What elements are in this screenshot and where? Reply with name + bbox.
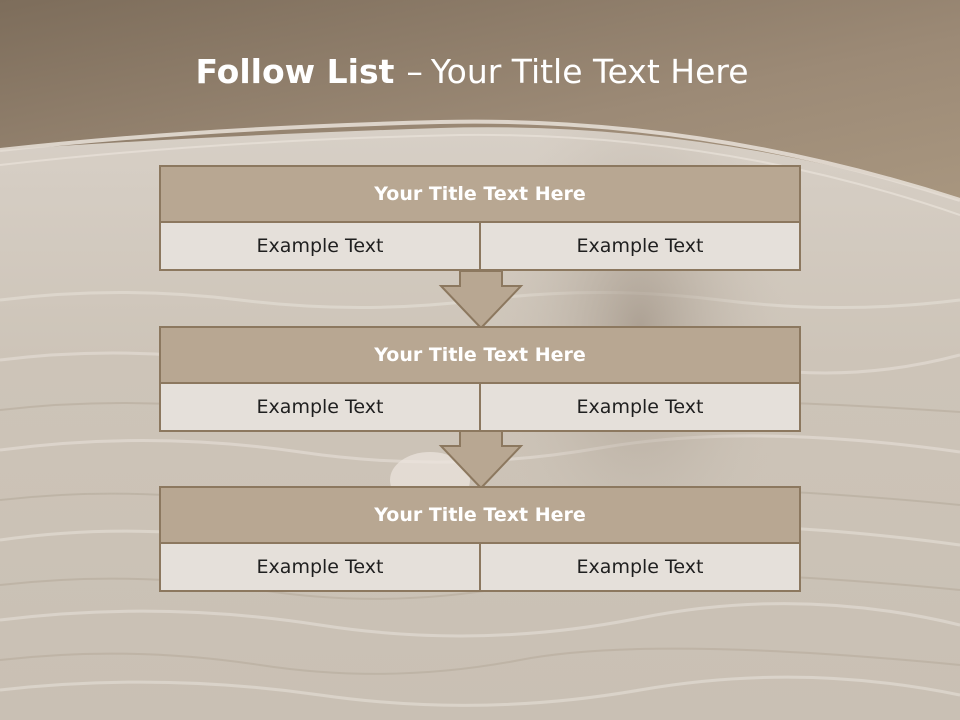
block-cell: Example Text bbox=[479, 384, 799, 430]
block-row: Example Text Example Text bbox=[159, 221, 801, 271]
block-title: Your Title Text Here bbox=[159, 486, 801, 544]
flow-block: Your Title Text Here Example Text Exampl… bbox=[159, 165, 801, 271]
block-cell: Example Text bbox=[479, 223, 799, 269]
slide-title-rest: Your Title Text Here bbox=[430, 52, 749, 91]
slide-title-separator: – bbox=[406, 52, 423, 91]
slide-title: Follow List–Your Title Text Here bbox=[0, 52, 944, 91]
down-arrow-icon bbox=[438, 270, 524, 330]
slide-title-bold: Follow List bbox=[195, 52, 395, 91]
flow-block: Your Title Text Here Example Text Exampl… bbox=[159, 486, 801, 592]
block-cell: Example Text bbox=[256, 396, 384, 418]
block-cell: Example Text bbox=[256, 235, 384, 257]
down-arrow-icon bbox=[438, 430, 524, 490]
block-title: Your Title Text Here bbox=[159, 165, 801, 223]
block-cell: Example Text bbox=[479, 544, 799, 590]
block-cell: Example Text bbox=[256, 556, 384, 578]
block-row: Example Text Example Text bbox=[159, 542, 801, 592]
block-title: Your Title Text Here bbox=[159, 326, 801, 384]
block-row: Example Text Example Text bbox=[159, 382, 801, 432]
flow-block: Your Title Text Here Example Text Exampl… bbox=[159, 326, 801, 432]
